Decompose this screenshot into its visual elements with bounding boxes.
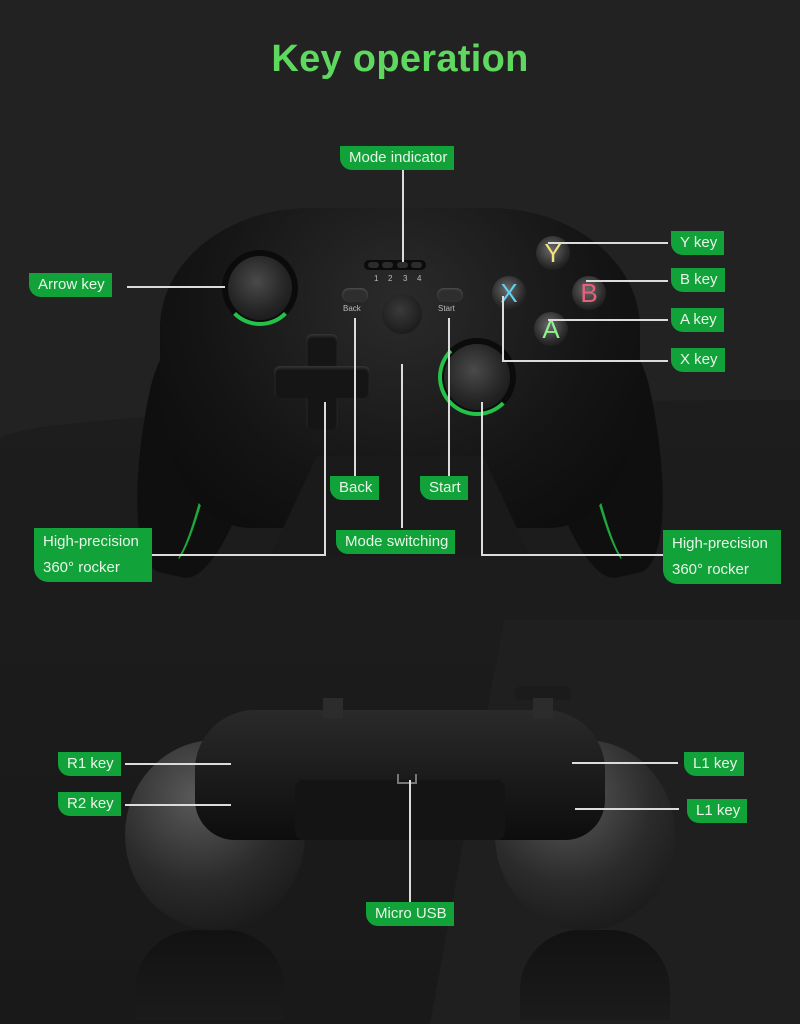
mode-indicator-leader-line — [402, 170, 404, 262]
start-button — [437, 288, 463, 302]
arrow-key-leader-line — [127, 286, 225, 288]
back-button-print: Back — [343, 304, 361, 313]
led-number-1: 1 — [374, 274, 379, 283]
left-stick-cap — [305, 686, 361, 700]
label-back: Back — [330, 476, 380, 500]
label-l1-key-lower: L1 key — [687, 799, 748, 823]
label-l1-key-upper: L1 key — [684, 752, 745, 776]
label-right-rocker: High-precision 360° rocker — [663, 530, 781, 584]
y-button: Y — [536, 236, 570, 270]
label-arrow-key: Arrow key — [29, 273, 112, 297]
label-left-rocker-line1: High-precision — [43, 533, 139, 550]
mode-switching-leader-line — [401, 364, 403, 528]
left-stick-stem — [323, 698, 343, 718]
d-pad — [274, 334, 370, 430]
led-1 — [368, 262, 379, 268]
label-b-key: B key — [671, 268, 725, 292]
led-4 — [411, 262, 422, 268]
micro-usb-leader-line — [409, 780, 411, 902]
label-r2-key: R2 key — [58, 792, 121, 816]
label-y-key: Y key — [671, 231, 725, 255]
left-rocker-leader-line-h — [150, 554, 326, 556]
battery-slot — [295, 780, 505, 840]
micro-usb-port — [397, 774, 417, 784]
label-r1-key: R1 key — [58, 752, 121, 776]
reflection-left — [135, 930, 285, 1020]
label-mode-switching: Mode switching — [336, 530, 456, 554]
label-right-rocker-line2: 360° rocker — [672, 561, 749, 578]
label-x-key: X key — [671, 348, 725, 372]
l1-lower-leader-line — [575, 808, 679, 810]
led-number-4: 4 — [417, 274, 422, 283]
x-key-leader-line-h — [502, 360, 668, 362]
led-number-3: 3 — [403, 274, 408, 283]
start-button-print: Start — [438, 304, 455, 313]
back-button — [342, 288, 368, 302]
x-key-leader-line-v — [502, 296, 504, 360]
label-left-rocker-line2: 360° rocker — [43, 559, 120, 576]
led-2 — [382, 262, 393, 268]
start-leader-line — [448, 318, 450, 476]
left-stick-ring — [222, 250, 298, 326]
label-mode-indicator: Mode indicator — [340, 146, 455, 170]
r2-leader-line — [125, 804, 231, 806]
label-right-rocker-line1: High-precision — [672, 535, 768, 552]
mode-indicator-leds — [364, 260, 426, 270]
b-key-leader-line — [586, 280, 668, 282]
y-key-leader-line — [548, 242, 668, 244]
label-micro-usb: Micro USB — [366, 902, 454, 926]
r1-leader-line — [125, 763, 231, 765]
right-stick-cap — [515, 686, 571, 700]
led-3 — [397, 262, 408, 268]
label-start: Start — [420, 476, 468, 500]
l1-upper-leader-line — [572, 762, 678, 764]
left-rocker-leader-line-v — [324, 402, 326, 554]
controller-top-view — [125, 680, 675, 930]
right-stick-ring — [438, 338, 516, 416]
a-key-leader-line — [548, 319, 668, 321]
b-button: B — [572, 276, 606, 310]
a-button: A — [534, 312, 568, 346]
label-a-key: A key — [671, 308, 724, 332]
x-button: X — [492, 276, 526, 310]
right-stick-stem — [533, 698, 553, 718]
right-rocker-leader-line-h — [481, 554, 663, 556]
d-pad-horizontal — [274, 366, 370, 398]
controller-front-view: 1 2 3 4 Back Start Y B A X — [113, 198, 687, 588]
label-left-rocker: High-precision 360° rocker — [34, 528, 152, 582]
led-number-2: 2 — [388, 274, 393, 283]
mode-switch-button — [382, 294, 422, 334]
back-leader-line — [354, 318, 356, 476]
page-title: Key operation — [271, 38, 529, 80]
reflection-right — [520, 930, 670, 1020]
right-rocker-leader-line-v — [481, 402, 483, 554]
